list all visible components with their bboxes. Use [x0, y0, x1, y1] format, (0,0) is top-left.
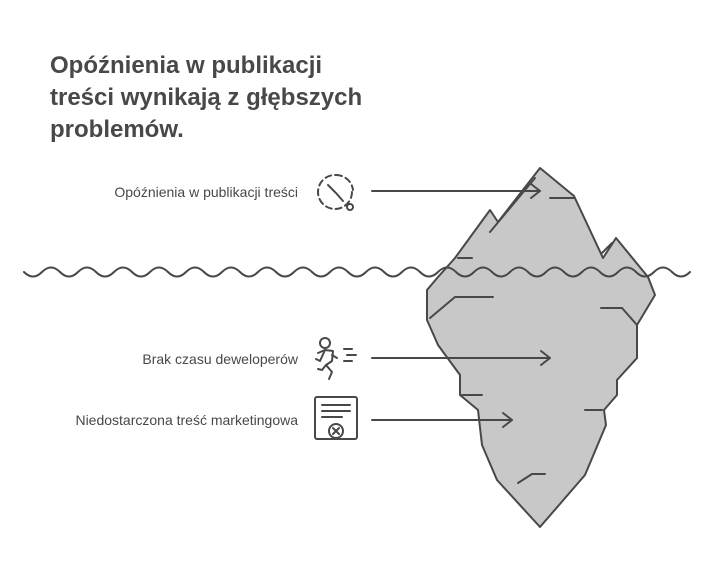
item-1-label: Opóźnienia w publikacji treści	[114, 184, 298, 200]
document-cancel-icon	[312, 395, 360, 448]
iceberg-shape	[426, 167, 656, 528]
item-2-label: Brak czasu deweloperów	[142, 351, 298, 367]
arrow-2	[371, 350, 551, 366]
arrow-3	[371, 412, 513, 428]
running-person-icon	[312, 335, 360, 388]
iceberg-ridges	[429, 177, 638, 484]
clock-delay-icon	[312, 168, 360, 221]
diagram-title: Opóźnienia w publikacji treści wynikają …	[50, 52, 363, 143]
arrow-1	[371, 183, 541, 199]
item-3-label: Niedostarczona treść marketingowa	[75, 412, 298, 428]
waterline	[23, 266, 691, 278]
